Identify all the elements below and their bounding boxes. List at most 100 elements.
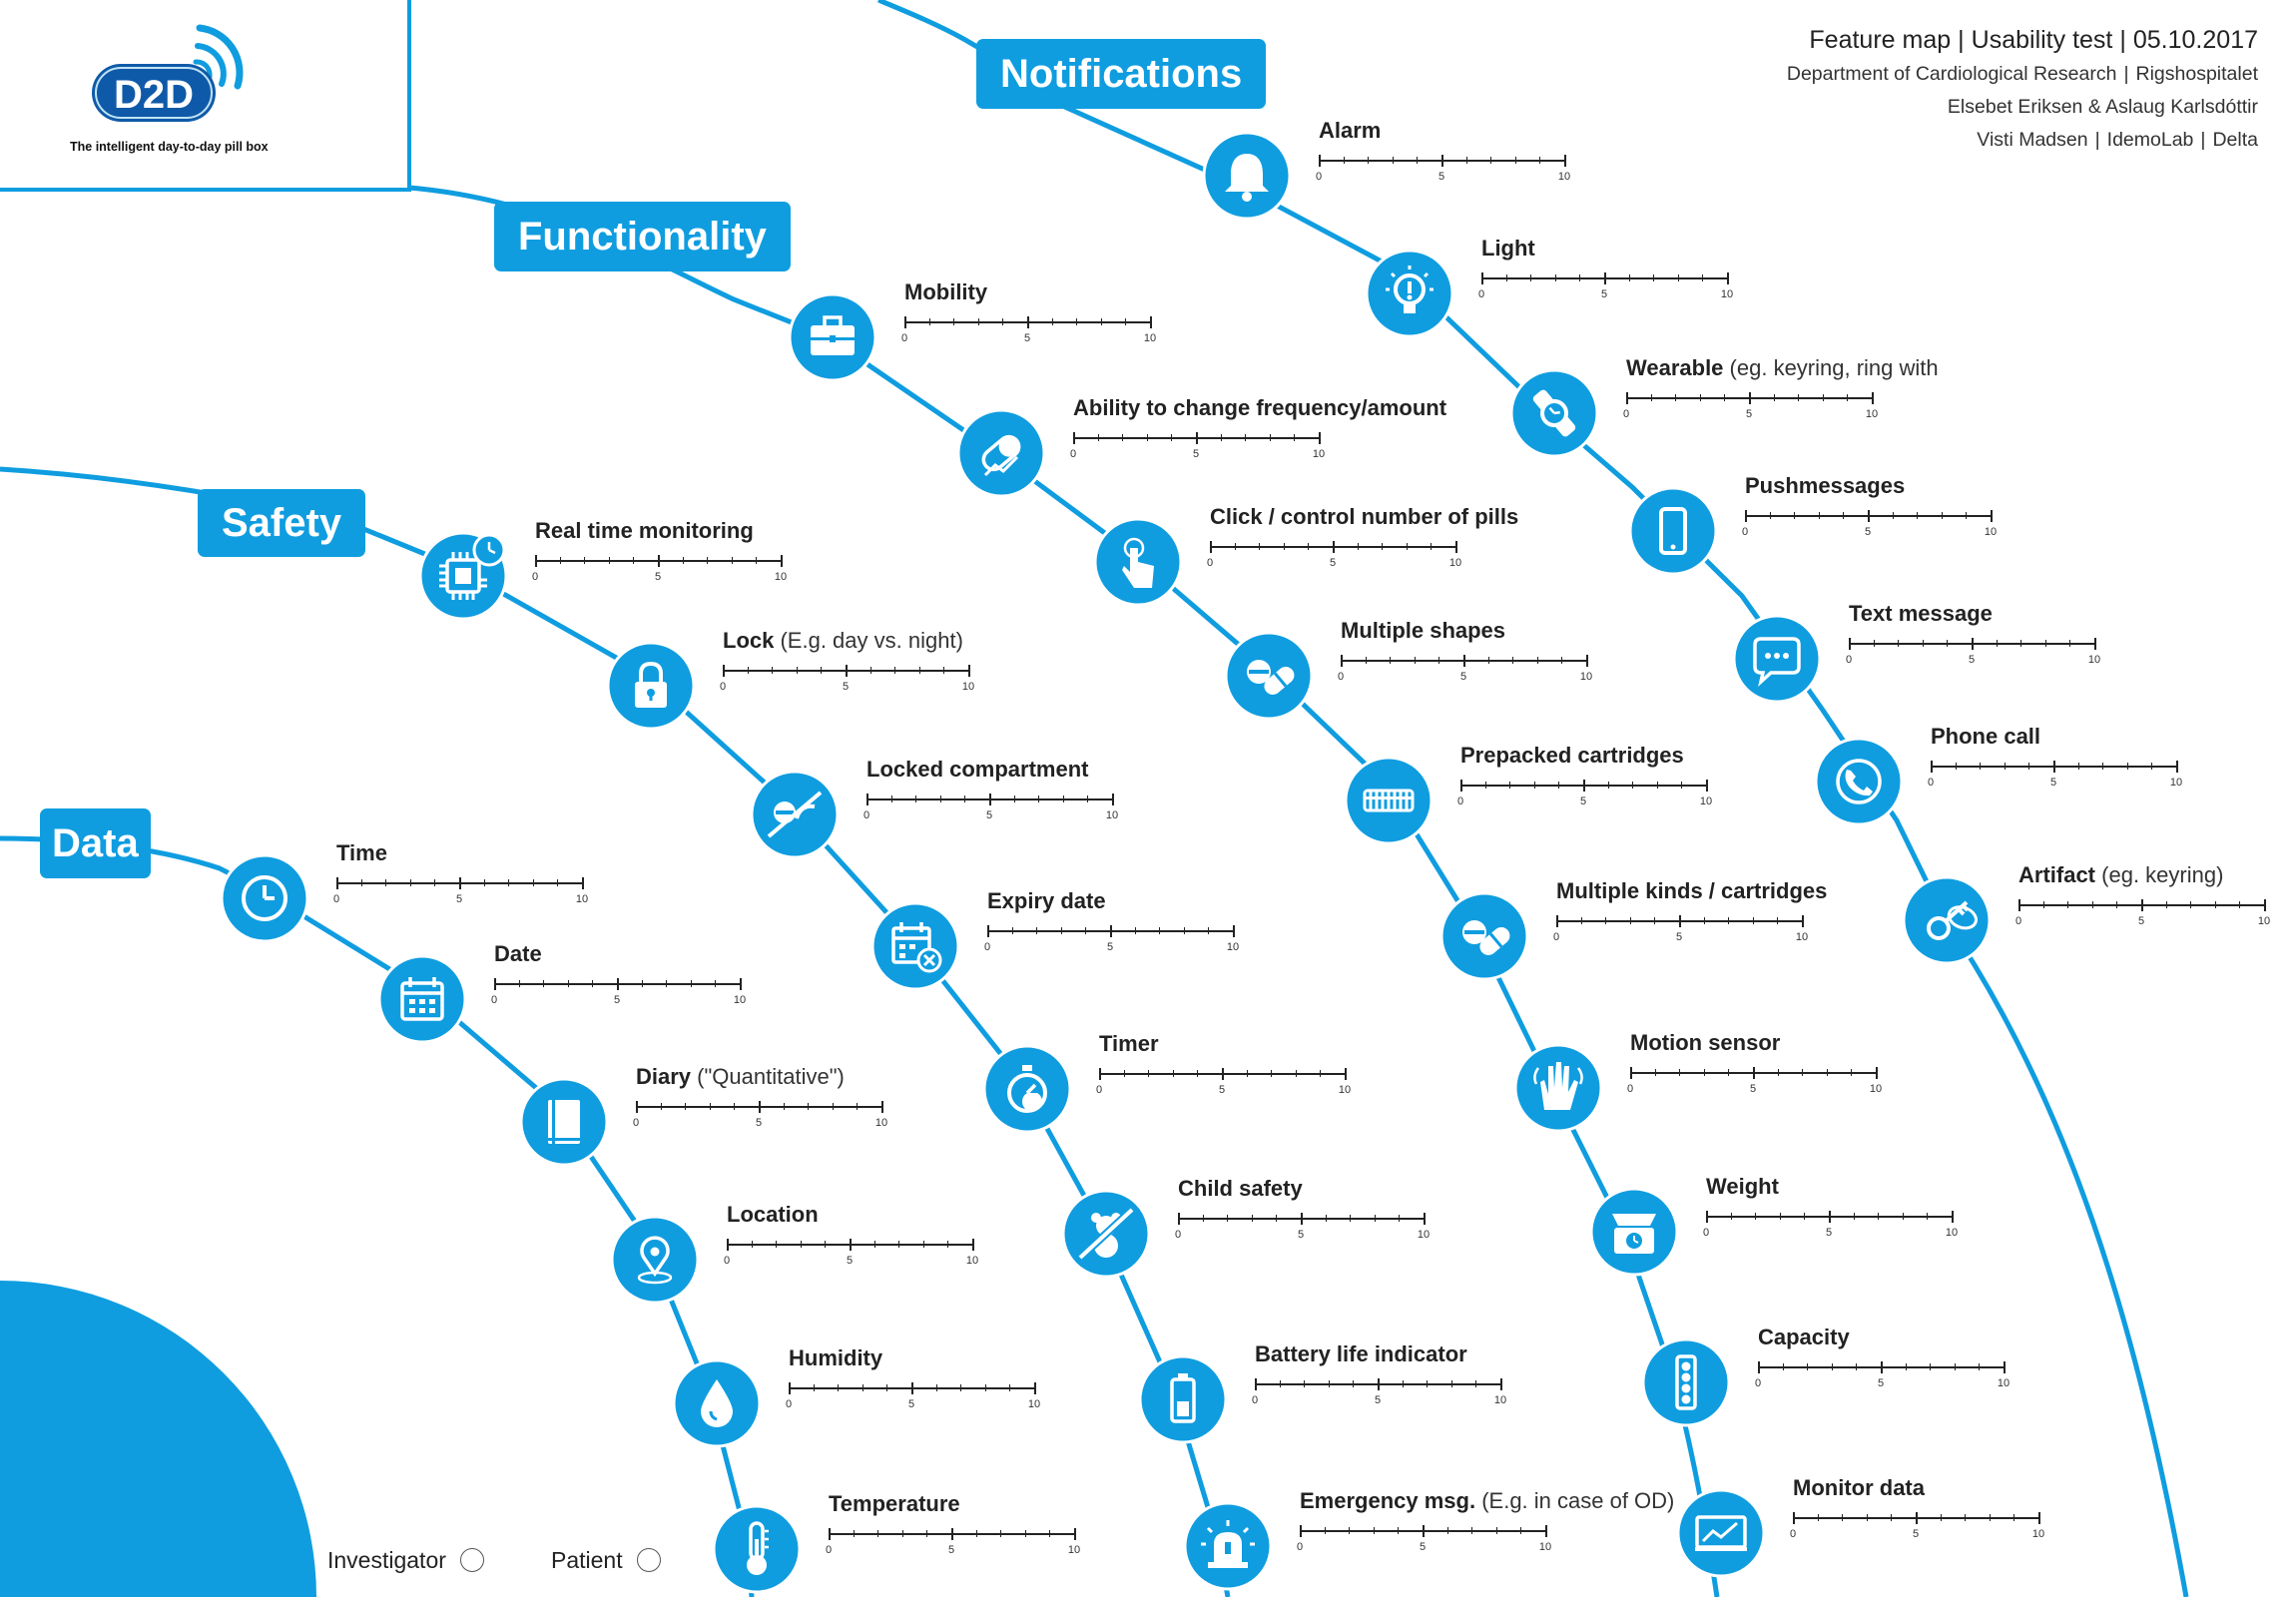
scale-icon xyxy=(1589,1187,1679,1277)
scale-tick xyxy=(1941,512,1943,519)
scale-tick xyxy=(987,925,989,937)
scale-number-min: 0 xyxy=(1741,526,1749,538)
scale-tick xyxy=(1873,640,1875,647)
scale-tick xyxy=(1134,927,1136,934)
scale-number-mid: 5 xyxy=(654,571,662,583)
scale-tick xyxy=(567,980,569,987)
scale-tick xyxy=(825,1241,827,1248)
scale-tick xyxy=(1013,796,1015,802)
scale-number-min: 0 xyxy=(2014,915,2022,927)
scale-tick xyxy=(1730,1213,1732,1220)
feature-name: Diary xyxy=(636,1064,692,1089)
scale-tick xyxy=(1036,927,1038,934)
scale-tick xyxy=(1514,157,1516,164)
scale-tick xyxy=(1295,1070,1297,1077)
scale-tick xyxy=(2151,763,2153,770)
scale-tick xyxy=(1150,316,1152,328)
scale-number-mid: 5 xyxy=(1675,931,1683,943)
scale-tick xyxy=(846,665,848,677)
scale-tick xyxy=(1505,274,1507,281)
scale-tick xyxy=(1989,1514,1991,1521)
scale-tick xyxy=(2053,761,2055,773)
scale-number-mid: 5 xyxy=(1419,1541,1427,1553)
book-icon xyxy=(519,1077,609,1167)
feature-label: Weight xyxy=(1706,1174,1952,1200)
scale-number-mid: 5 xyxy=(1218,1084,1226,1096)
scale-tick xyxy=(1769,512,1771,519)
scale-tick xyxy=(1798,394,1800,401)
scale-number-max: 10 xyxy=(1997,1377,2010,1389)
feature-name: Real time monitoring xyxy=(535,518,754,543)
scale-tick xyxy=(1802,915,1804,927)
scale-tick xyxy=(1357,543,1359,550)
scale-tick xyxy=(483,879,485,886)
feature-label: Capacity xyxy=(1758,1325,2004,1350)
scale-tick xyxy=(1034,1382,1036,1394)
scale-tick xyxy=(2141,899,2143,911)
scale-number-max: 10 xyxy=(965,1255,979,1267)
scale-tick xyxy=(1580,917,1582,924)
feature-label: Lock (E.g. day vs. night) xyxy=(723,628,968,654)
feature-label: Locked compartment xyxy=(866,757,1112,783)
scale-number-max: 10 xyxy=(1795,931,1809,943)
scale-number-min: 0 xyxy=(719,681,727,693)
feature-name: Alarm xyxy=(1319,118,1382,143)
patient-radio[interactable] xyxy=(636,1548,661,1572)
scale-tick xyxy=(756,557,758,564)
chip-clock-icon xyxy=(418,531,508,621)
investigator-radio[interactable] xyxy=(459,1548,484,1572)
scale-tick xyxy=(1916,1512,1918,1524)
phone-icon xyxy=(1814,737,1904,826)
scale-number-max: 10 xyxy=(2257,915,2271,927)
feature-name: Motion sensor xyxy=(1630,1030,1781,1055)
scale-number-min: 0 xyxy=(632,1117,640,1129)
scale-tick xyxy=(1681,782,1683,789)
scale-tick xyxy=(781,555,783,567)
scale-tick xyxy=(1210,541,1212,553)
scale-tick xyxy=(1703,917,1705,924)
scale-tick xyxy=(1558,782,1560,789)
scale-tick xyxy=(1112,794,1114,805)
scale-tick xyxy=(1817,1514,1819,1521)
scale-tick xyxy=(740,978,742,990)
scale-tick xyxy=(1902,1213,1904,1220)
feature-name: Text message xyxy=(1849,601,1993,626)
scale-tick xyxy=(1752,917,1754,924)
scale-tick xyxy=(968,665,970,677)
